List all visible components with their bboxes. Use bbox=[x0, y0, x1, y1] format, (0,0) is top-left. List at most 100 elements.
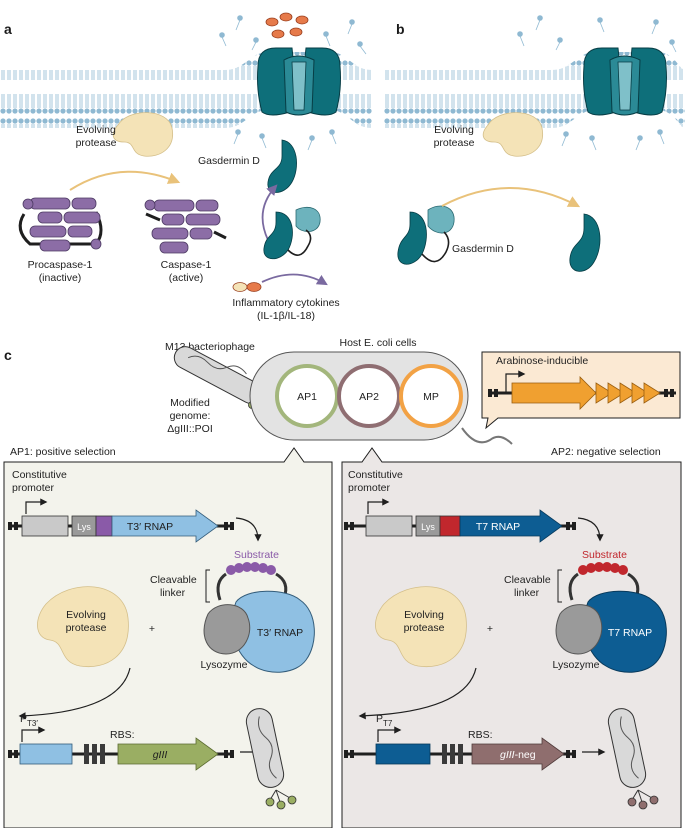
ap2-cleavage-arrow bbox=[358, 667, 477, 720]
activation-arrow bbox=[69, 170, 181, 191]
ap2-lysozyme-blob bbox=[555, 604, 603, 655]
panel-label-a: a bbox=[4, 21, 12, 37]
procaspase-label-1: Procaspase-1 bbox=[28, 259, 93, 271]
protease-label-b-1: Evolving bbox=[434, 124, 474, 136]
ap2-lys-label: Lys bbox=[421, 522, 435, 532]
ap2-plus: + bbox=[487, 623, 493, 635]
scattered-lipids-a bbox=[219, 15, 367, 151]
ap2-gIII-construct bbox=[344, 726, 576, 771]
ap2-output-phage-icon bbox=[607, 708, 659, 810]
released-cytokines bbox=[265, 12, 309, 39]
caspase-shape bbox=[144, 199, 227, 254]
ap2-rnap-construct bbox=[344, 498, 576, 543]
ap2-gene-suffix: -neg bbox=[515, 749, 536, 761]
ap1-gene-label: gIII bbox=[153, 749, 168, 761]
gasdermin-up-arrow bbox=[261, 184, 278, 241]
ap1-output-phage-icon bbox=[245, 708, 297, 810]
ap1-lys-label: Lys bbox=[77, 522, 91, 532]
procaspase-shape bbox=[18, 197, 103, 252]
gasdermin-label-a: Gasdermin D bbox=[198, 155, 260, 167]
ap1-plus: + bbox=[149, 623, 155, 635]
ap2-linker-label-2: linker bbox=[514, 587, 540, 599]
gasdermin-full-b bbox=[397, 205, 455, 265]
ap1-cleavage-arrow bbox=[18, 667, 131, 720]
ap1-gIII-construct bbox=[8, 726, 234, 771]
gasdermin-label-b: Gasdermin D bbox=[452, 243, 514, 255]
ap2-title: AP2: negative selection bbox=[551, 446, 661, 458]
plasmid-ap2-label: AP2 bbox=[359, 391, 379, 403]
ap2-lysozyme-label: Lysozyme bbox=[553, 659, 600, 671]
ap1-rnap-label: T3′ RNAP bbox=[127, 521, 173, 533]
gasdermin-n-terminal-b bbox=[569, 213, 601, 272]
ap2-promoter-label-1: Constitutive bbox=[348, 469, 403, 481]
plasmid-mp-label: MP bbox=[423, 391, 439, 403]
ap1-complex-rnap-label: T3′ RNAP bbox=[257, 627, 303, 639]
protease-shape-a bbox=[112, 112, 174, 157]
ap2-gene-name: gIII bbox=[500, 749, 515, 761]
ap1-translation-arrow bbox=[235, 517, 262, 542]
ap2-promoter-p: P bbox=[376, 713, 383, 725]
ap1-promoter-p: P bbox=[20, 713, 27, 725]
genome-label-3: ΔgIII::POI bbox=[167, 423, 213, 435]
ap1-linker-label-1: Cleavable bbox=[150, 574, 197, 586]
ap2-complex-rnap-label: T7 RNAP bbox=[608, 627, 652, 639]
host-cell-title: Host E. coli cells bbox=[339, 337, 416, 349]
ap2-rbs-label: RBS: bbox=[468, 729, 493, 741]
panel-label-b: b bbox=[396, 21, 405, 37]
gasdermin-full-a bbox=[263, 206, 321, 260]
gasdermin-pore-a bbox=[257, 47, 341, 116]
gasdermin-pore-b bbox=[583, 47, 667, 116]
ap1-lysozyme-label: Lysozyme bbox=[201, 659, 248, 671]
ap2-protease-label-1: Evolving bbox=[404, 609, 444, 621]
protease-label-a-2: protease bbox=[76, 137, 117, 149]
ap1-promoter-label-1: Constitutive bbox=[12, 469, 67, 481]
ap1-protease-label-2: protease bbox=[66, 622, 107, 634]
arabinose-label: Arabinose-inducible bbox=[496, 355, 588, 367]
ap1-linker-left bbox=[216, 572, 227, 601]
cleavage-arrow-b bbox=[441, 187, 581, 208]
ap1-substrate-label: Substrate bbox=[234, 549, 279, 561]
mp-gene-construct bbox=[488, 370, 676, 410]
ap1-linker-label-2: linker bbox=[160, 587, 186, 599]
genome-label-2: genome: bbox=[170, 410, 211, 422]
ap2-promoter-label-2: promoter bbox=[348, 482, 391, 494]
ap1-substrate bbox=[226, 562, 276, 575]
ap1-lysozyme-blob bbox=[203, 604, 251, 655]
procaspase-label-2: (inactive) bbox=[39, 272, 82, 284]
genome-label-1: Modified bbox=[170, 397, 210, 409]
ap1-rnap-construct bbox=[8, 498, 234, 543]
ap2-rnap-blob bbox=[583, 590, 667, 673]
plasmid-mp-ring bbox=[399, 364, 463, 428]
ap1-promoter-label-2: promoter bbox=[12, 482, 55, 494]
cytokines-label-2: (IL-1β/IL-18) bbox=[257, 310, 315, 322]
ap2-protease-shape bbox=[375, 586, 467, 668]
pro-cytokines bbox=[232, 282, 262, 292]
ap2-gene-label: gIII-neg bbox=[500, 749, 536, 761]
cytokine-arrow bbox=[261, 273, 328, 286]
ap1-protease-shape bbox=[37, 586, 129, 668]
ap2-protease-label-2: protease bbox=[404, 622, 445, 634]
ap1-promoter-sub: T3′ bbox=[27, 719, 38, 728]
ap2-promoter-sub: T7 bbox=[383, 719, 393, 728]
plasmid-ap1-label: AP1 bbox=[297, 391, 317, 403]
ap1-protease-label-1: Evolving bbox=[66, 609, 106, 621]
ap2-substrate-label: Substrate bbox=[582, 549, 627, 561]
ap1-title: AP1: positive selection bbox=[10, 446, 116, 458]
protease-label-a-1: Evolving bbox=[76, 124, 116, 136]
ap2-linker-label-1: Cleavable bbox=[504, 574, 551, 586]
protease-label-b-2: protease bbox=[434, 137, 475, 149]
ap1-rbs-label: RBS: bbox=[110, 729, 135, 741]
scattered-lipids-b bbox=[517, 15, 677, 151]
protease-shape-b bbox=[482, 112, 544, 157]
caspase-label-1: Caspase-1 bbox=[161, 259, 212, 271]
ap2-linker-left bbox=[568, 572, 579, 601]
cytokines-label-1: Inflammatory cytokines bbox=[232, 297, 339, 309]
panel-label-c: c bbox=[4, 347, 12, 363]
ap2-translation-arrow bbox=[577, 517, 604, 542]
ap1-rnap-blob bbox=[231, 590, 315, 673]
ap2-rnap-label: T7 RNAP bbox=[476, 521, 520, 533]
ap2-substrate bbox=[578, 562, 628, 575]
ap1-linker-bracket bbox=[205, 569, 210, 603]
caspase-label-2: (active) bbox=[169, 272, 203, 284]
